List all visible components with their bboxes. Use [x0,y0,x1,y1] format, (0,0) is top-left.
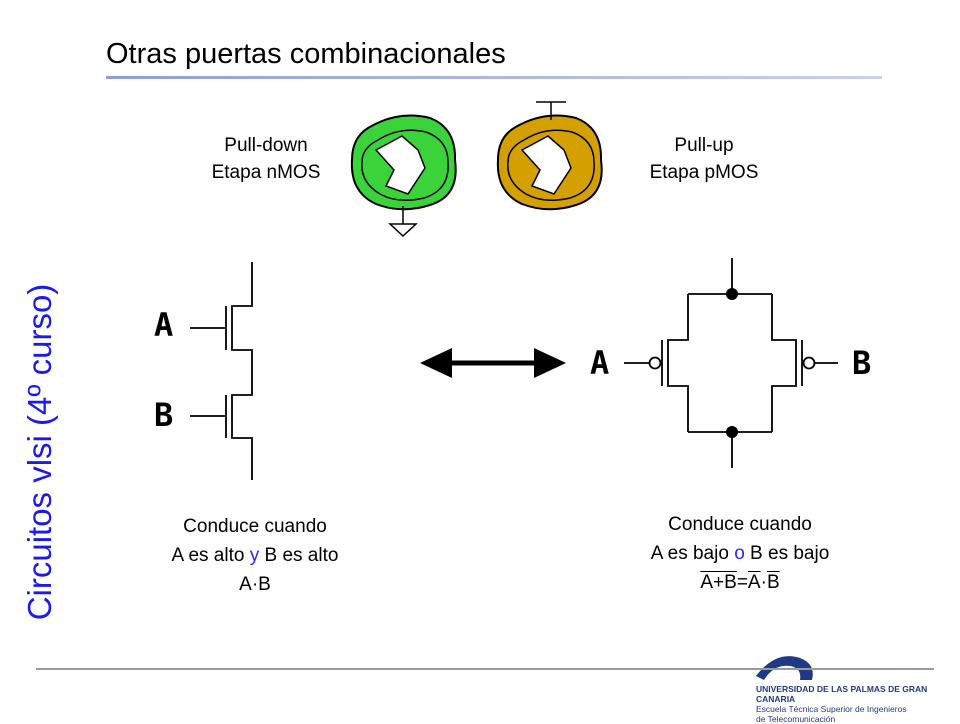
right-condition-line1: Conduce cuando [668,514,812,535]
left-input-a-label: A [154,306,174,344]
or-word: o [734,543,745,564]
logo-line3: de Telecomunicación [756,714,836,724]
right-expression: A+B=A·B [700,572,780,593]
right-condition-line2: A es bajo o B es bajo [650,543,830,564]
nmos-blob [350,114,457,211]
right-input-a-label: A [590,344,610,382]
title-underline [106,76,882,79]
pullup-label-line2: Etapa pMOS [649,162,759,183]
footer-rule [36,668,934,670]
university-logo-icon [756,656,813,680]
and-word: y [249,545,260,566]
pulldown-label: Pull-down Etapa nMOS [186,132,346,186]
logo-line2: Escuela Técnica Superior de Ingenieros [756,704,907,714]
right-condition: Conduce cuando A es bajo o B es bajo A+B… [610,510,870,597]
pullup-label: Pull-up Etapa pMOS [624,132,784,186]
ground-symbol [388,206,418,238]
inverter-bubble-b [802,356,816,370]
page-title: Otras puertas combinacionales [106,38,506,70]
equivalence-arrow [420,348,566,378]
series-nmos-network [190,262,253,480]
junction-dot-bottom [726,426,738,438]
right-input-b-label: B [852,344,872,382]
left-condition-line1: Conduce cuando [183,516,327,537]
left-input-b-label: B [154,396,174,434]
pmos-blob [496,114,603,211]
logo-line1: UNIVERSIDAD DE LAS PALMAS DE GRAN CANARI… [756,684,928,704]
vdd-symbol [536,101,566,120]
pulldown-label-line1: Pull-down [224,135,308,156]
pullup-label-line1: Pull-up [674,135,734,156]
parallel-pmos-network [624,258,838,468]
left-condition-line2: A es alto y B es alto [171,545,339,566]
university-logo-text: UNIVERSIDAD DE LAS PALMAS DE GRAN CANARI… [756,684,960,724]
left-expression: A·B [239,574,271,595]
inverter-bubble-a [648,356,662,370]
pulldown-label-line2: Etapa nMOS [211,162,321,183]
junction-dot-top [726,288,738,300]
left-condition: Conduce cuando A es alto y B es alto A·B [130,512,380,599]
